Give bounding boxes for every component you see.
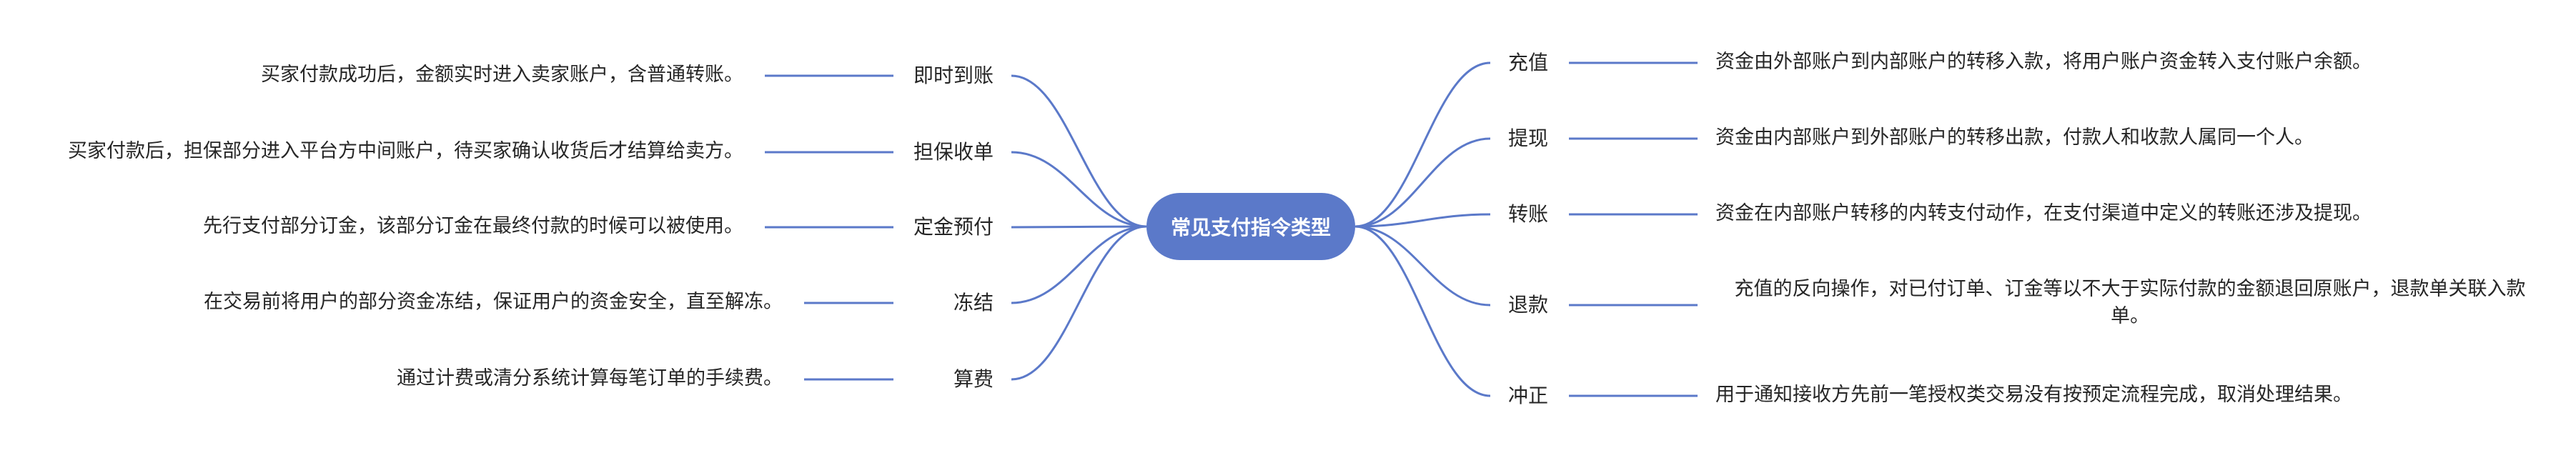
left-leaf-text-3: 先行支付部分订金，该部分订金在最终付款的时候可以被使用。 — [203, 215, 743, 237]
right-curve-2 — [1354, 137, 1491, 228]
right-branch-label-3[interactable]: 转账 — [1508, 202, 1549, 226]
left-leaf-text-5: 通过计费或清分系统计算每笔订单的手续费。 — [397, 367, 783, 389]
right-leaf-text-3: 资金在内部账户转移的内转支付动作，在支付渠道中定义的转账还涉及提现。 — [1715, 202, 2372, 224]
left-leaf-text-2: 买家付款后，担保部分进入平台方中间账户，待买家确认收货后才结算给卖方。 — [68, 140, 743, 162]
right-branch-label-5[interactable]: 冲正 — [1508, 384, 1549, 407]
left-curve-3 — [1011, 225, 1147, 229]
left-branch-label-3[interactable]: 定金预付 — [913, 215, 994, 239]
left-branch-label-5[interactable]: 算费 — [953, 367, 994, 391]
left-leaf-text-4: 在交易前将用户的部分资金冻结，保证用户的资金安全，直至解冻。 — [204, 291, 783, 313]
right-branch-label-1[interactable]: 充值 — [1508, 51, 1549, 74]
right-leaf-text-1: 资金由外部账户到内部账户的转移入款，将用户账户资金转入支付账户余额。 — [1715, 51, 2372, 73]
left-curve-4 — [1011, 225, 1147, 304]
left-curve-1 — [1011, 74, 1147, 228]
left-branch-label-2[interactable]: 担保收单 — [913, 140, 994, 164]
right-branch-label-4[interactable]: 退款 — [1508, 293, 1549, 317]
right-leaf-text-5: 用于通知接收方先前一笔授权类交易没有按预定流程完成，取消处理结果。 — [1715, 384, 2352, 406]
left-branch-label-4[interactable]: 冻结 — [953, 291, 994, 314]
right-curve-4 — [1354, 225, 1491, 307]
left-curve-5 — [1011, 225, 1147, 381]
left-curve-2 — [1011, 151, 1147, 228]
right-curve-3 — [1354, 213, 1491, 228]
right-curve-5 — [1354, 225, 1491, 397]
left-leaf-text-1: 买家付款成功后，金额实时进入卖家账户，含普通转账。 — [261, 64, 743, 86]
right-branch-label-2[interactable]: 提现 — [1508, 126, 1549, 150]
right-leaf-text-4: 充值的反向操作，对已付订单、订金等以不大于实际付款的金额退回原账户，退款单关联入… — [1734, 278, 2526, 327]
right-leaf-text-2: 资金由内部账户到外部账户的转移出款，付款人和收款人属同一个人。 — [1715, 126, 2314, 149]
root-node[interactable]: 常见支付指令类型 — [1146, 193, 1355, 260]
root-label: 常见支付指令类型 — [1170, 216, 1331, 239]
left-branch-label-1[interactable]: 即时到账 — [913, 64, 994, 87]
right-curve-1 — [1354, 61, 1491, 228]
